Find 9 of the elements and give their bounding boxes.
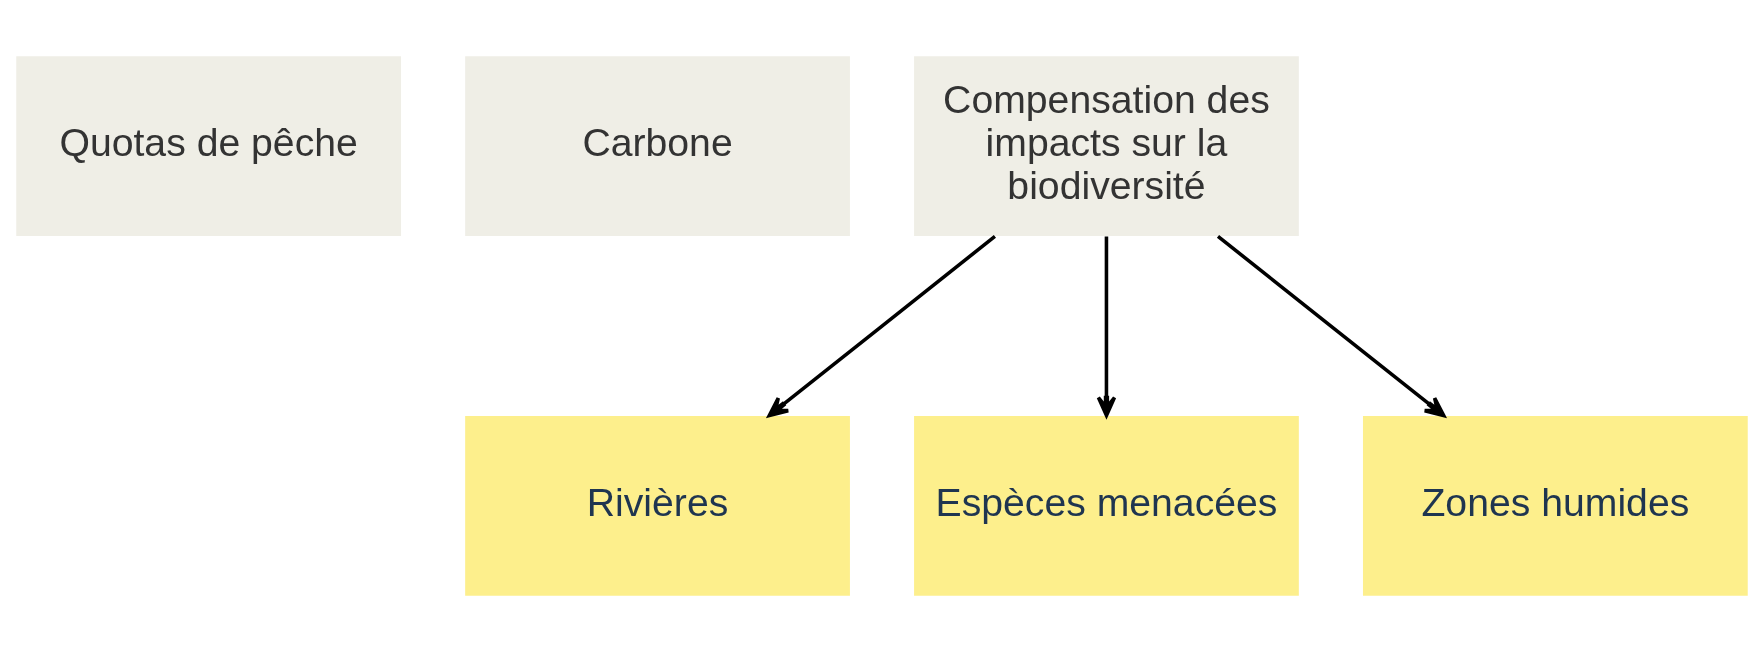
node-box: Zones humides bbox=[1362, 415, 1748, 596]
node-box: Compensation des impacts sur la biodiversité bbox=[914, 55, 1299, 236]
node-box: Rivières bbox=[465, 415, 850, 596]
arrow bbox=[767, 234, 996, 417]
arrow bbox=[1216, 234, 1446, 417]
arrow bbox=[1096, 235, 1117, 417]
node-box: Carbone bbox=[465, 55, 850, 236]
node-box: Espèces menacées bbox=[914, 415, 1299, 596]
node-box: Quotas de pêche bbox=[16, 55, 402, 236]
